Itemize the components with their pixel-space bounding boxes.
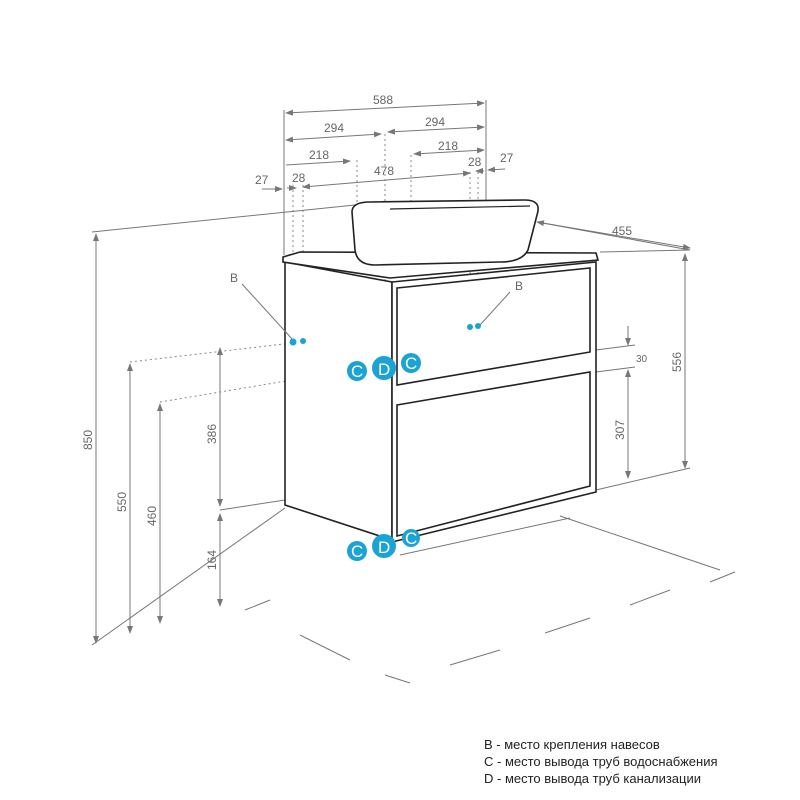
- dim-218-left: 218: [309, 148, 329, 162]
- markers: B B C D C C D C: [230, 271, 523, 561]
- dim-478: 478: [374, 164, 394, 178]
- marker-c: C: [405, 354, 417, 373]
- dim-386: 386: [205, 424, 219, 444]
- cabinet: [282, 199, 600, 544]
- dim-588: 588: [373, 93, 393, 107]
- dim-27-left: 27: [255, 173, 269, 187]
- marker-c: C: [351, 542, 363, 561]
- marker-b-left: B: [230, 271, 238, 285]
- marker-c: C: [405, 529, 417, 548]
- dim-294-right: 294: [425, 115, 445, 129]
- marker-d: D: [378, 360, 390, 379]
- dim-455: 455: [612, 224, 632, 238]
- dim-30: 30: [636, 354, 648, 365]
- dim-307: 307: [613, 420, 627, 440]
- sink-basin: [351, 199, 539, 266]
- dim-28-right: 28: [468, 155, 482, 169]
- dim-556: 556: [670, 352, 684, 372]
- legend-item-c: C - место вывода труб водоснабжения: [484, 754, 718, 769]
- top-dimensions: 588 294 294 218 218 478 27 28 28 27: [255, 93, 514, 255]
- dim-460: 460: [145, 506, 159, 526]
- marker-d: D: [378, 538, 390, 557]
- legend: B - место крепления навесов C - место вы…: [484, 736, 718, 787]
- dim-27-right: 27: [500, 151, 514, 165]
- dim-550: 550: [115, 492, 129, 512]
- vertical-dimensions: 850 550 460 386 164 556 307 30 455: [81, 220, 691, 644]
- dim-28-left: 28: [292, 171, 306, 185]
- dim-850: 850: [81, 430, 95, 450]
- floor-outline: [244, 515, 736, 684]
- dim-218-right: 218: [438, 139, 458, 153]
- marker-c: C: [351, 362, 363, 381]
- legend-item-b: B - место крепления навесов: [484, 737, 660, 752]
- upper-drawer: [396, 267, 591, 386]
- legend-item-d: D - место вывода труб канализации: [484, 771, 702, 786]
- marker-b-right: B: [515, 279, 523, 293]
- dim-164: 164: [205, 550, 219, 570]
- dim-294-left: 294: [324, 121, 344, 135]
- lower-drawer: [396, 371, 591, 538]
